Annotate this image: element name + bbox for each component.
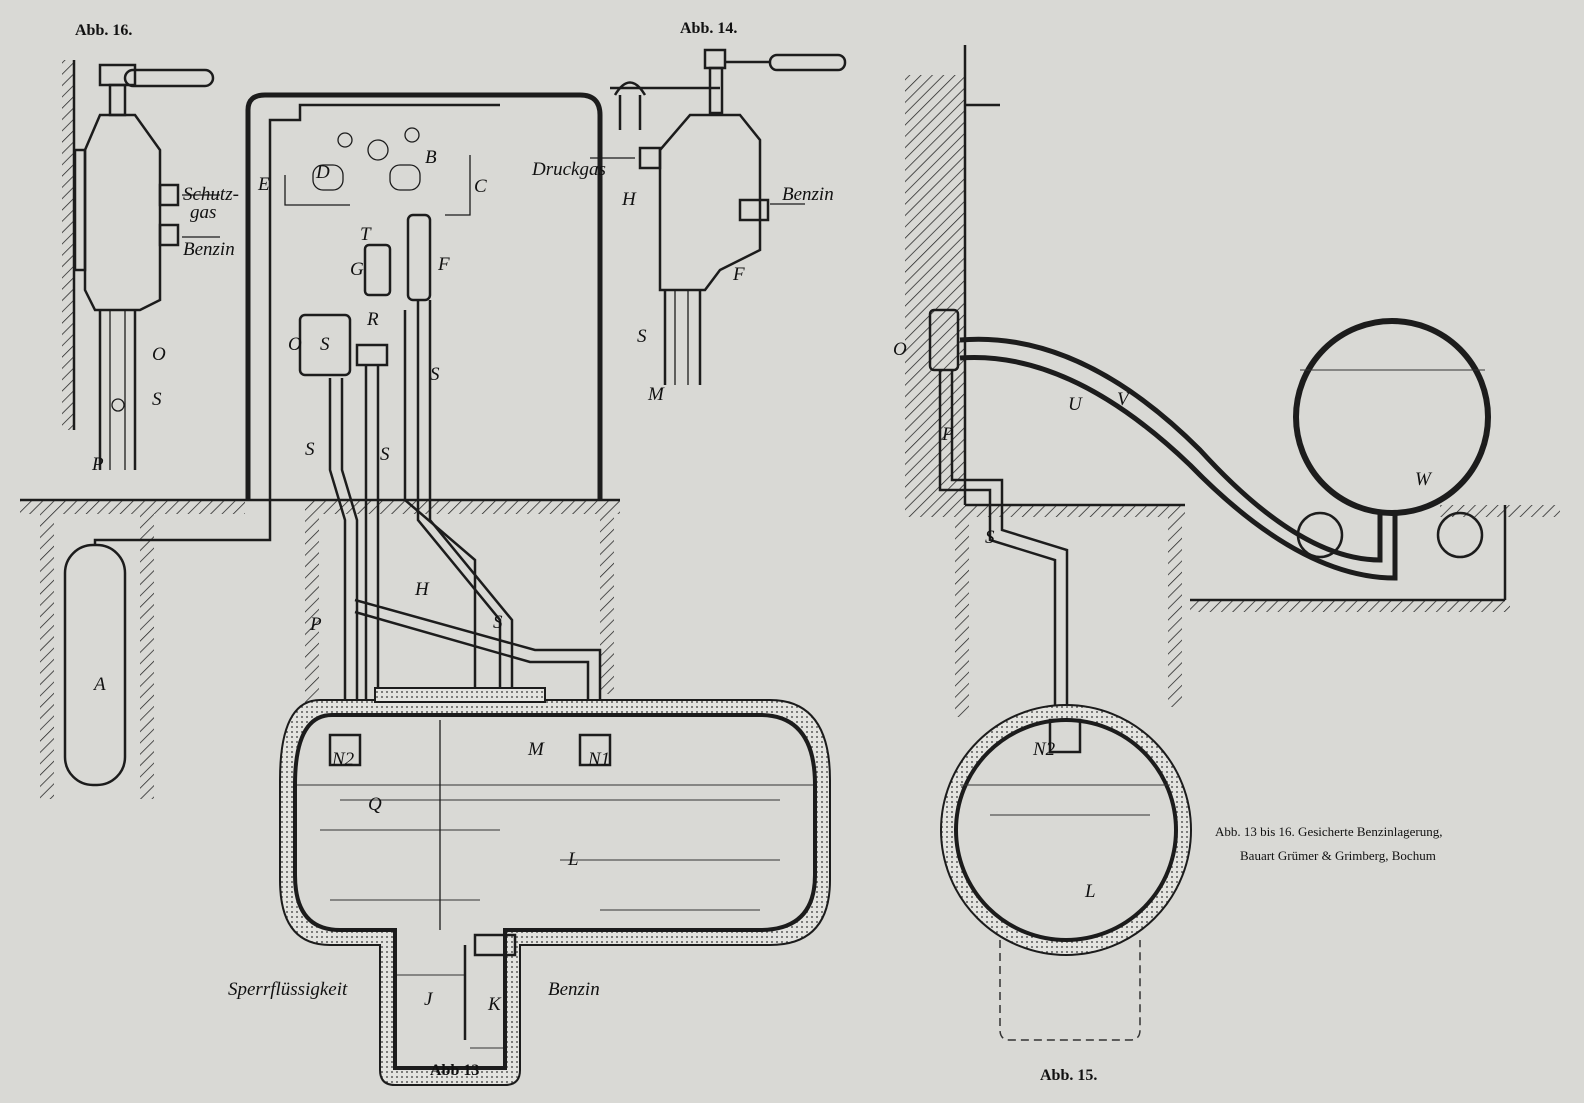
abb13-part-label: D: [315, 162, 330, 183]
abb13-part-label: F: [437, 254, 450, 275]
abb14-title: Abb. 14.: [680, 20, 737, 37]
abb14-part-label: F: [732, 264, 745, 285]
abb13-part-label: S: [380, 444, 390, 465]
abb15-part-label: O: [893, 339, 907, 360]
figure-abb15: [905, 45, 1560, 1041]
abb13-part-label: M: [527, 739, 545, 760]
abb14-part-label: H: [621, 189, 637, 210]
abb13-part-label: N2: [331, 749, 355, 770]
abb14-part-label: Druckgas: [531, 159, 606, 180]
figure-abb14: [590, 48, 847, 385]
abb13-part-label: R: [366, 309, 379, 330]
abb13-part-label: H: [414, 579, 430, 600]
abb15-part-label: V: [1117, 389, 1131, 410]
abb13-part-label: Q: [368, 794, 382, 815]
abb16-part-label: Schutz-: [183, 184, 239, 205]
abb14-part-label: Benzin: [782, 184, 834, 205]
abb13-part-label: B: [425, 147, 437, 168]
abb14-part-label: M: [647, 384, 665, 405]
abb13-part-label: L: [567, 849, 579, 870]
abb13-part-label: C: [474, 176, 487, 197]
abb16-part-label: S: [152, 389, 162, 410]
abb13-part-label: G: [350, 259, 364, 280]
abb15-part-label: S: [985, 527, 995, 548]
abb16-part-label: gas: [190, 202, 216, 223]
abb13-part-label: O: [288, 334, 302, 355]
abb13-part-label: Sperrflüssigkeit: [228, 979, 348, 1000]
figure-abb16: [62, 60, 220, 470]
abb15-part-label: L: [1084, 881, 1096, 902]
abb13-part-label: P: [309, 614, 322, 635]
abb15-title: Abb. 15.: [1040, 1067, 1097, 1084]
abb13-part-label: A: [92, 674, 106, 695]
abb13-part-label: T: [360, 224, 372, 245]
abb14-part-label: S: [637, 326, 647, 347]
abb13-part-label: S: [493, 612, 503, 633]
abb13-part-label: J: [424, 989, 434, 1010]
abb16-title: Abb. 16.: [75, 22, 132, 39]
abb13-part-label: Benzin: [548, 979, 600, 1000]
abb13-part-label: E: [257, 174, 270, 195]
abb16-part-label: P: [91, 454, 104, 475]
abb13-part-label: N1: [587, 749, 610, 770]
abb15-part-label: W: [1415, 469, 1433, 490]
figure-abb13: [20, 92, 831, 1086]
abb13-title: Abb 13: [430, 1062, 479, 1079]
abb15-part-label: N2: [1032, 739, 1056, 760]
abb13-part-label: S: [320, 334, 330, 355]
caption-line-2: Bauart Grümer & Grimberg, Bochum: [1240, 848, 1436, 863]
abb16-part-label: O: [152, 344, 166, 365]
abb16-part-label: Benzin: [183, 239, 235, 260]
abb13-part-label: S: [430, 364, 440, 385]
abb15-part-label: P: [941, 424, 954, 445]
abb15-part-label: U: [1068, 394, 1083, 415]
abb13-part-label: S: [305, 439, 315, 460]
abb13-part-label: K: [487, 994, 502, 1015]
caption-line-1: Abb. 13 bis 16. Gesicherte Benzinlagerun…: [1215, 824, 1442, 839]
